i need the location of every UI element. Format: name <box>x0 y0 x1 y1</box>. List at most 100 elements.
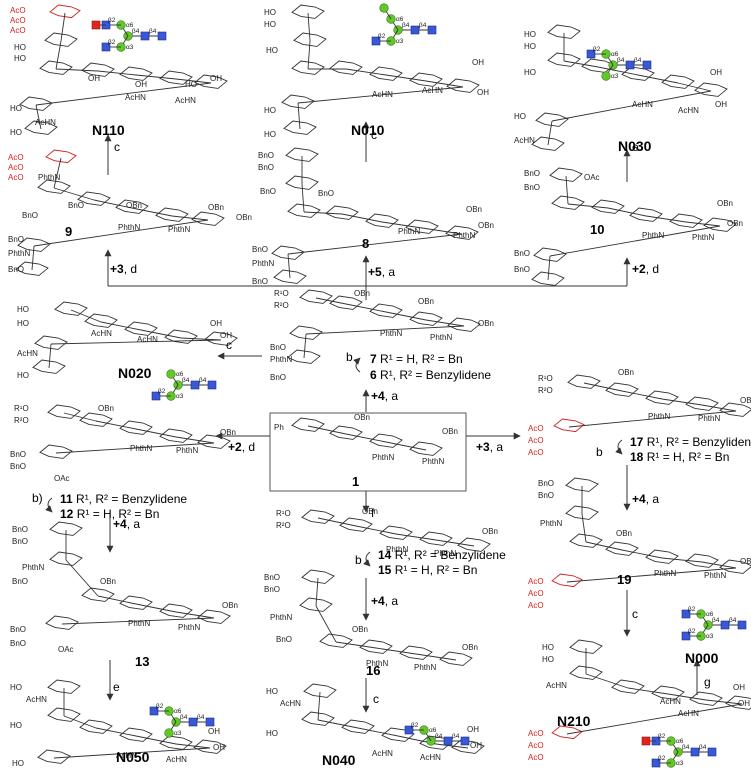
glcnac-square-symbol <box>642 60 652 70</box>
linkage-label: α3 <box>176 393 184 400</box>
pyranose-ring <box>567 374 601 389</box>
substituent-label: OBn <box>362 507 378 516</box>
step-b-17: b <box>596 445 603 459</box>
glycosidic-bond <box>583 382 623 392</box>
pyranose-ring <box>399 645 433 660</box>
step-b-7: b <box>346 350 353 364</box>
glycosidic-bond <box>135 603 177 613</box>
linkage-label: α6 <box>429 727 437 734</box>
reagent-to-13: +4, a <box>113 517 141 531</box>
glycosidic-bond <box>175 611 215 619</box>
substituent-label: BnO <box>276 635 292 644</box>
compound-N040-label: N040 <box>322 752 356 768</box>
glcnac-square-symbol <box>427 25 437 35</box>
note-12: 12 R¹ = H, R² = Bn <box>60 507 160 521</box>
substituent-label: AcO <box>528 436 544 445</box>
substituent-label: HO <box>542 643 554 652</box>
substituent-label: BnO <box>524 169 540 178</box>
pyranose-ring <box>119 595 153 610</box>
substituent-label: PhthN <box>692 233 714 242</box>
substituent-label: OBn <box>478 319 494 328</box>
glcnac-square-symbol <box>460 736 470 746</box>
pyranose-ring <box>299 289 333 304</box>
substituent-label: AcHN <box>660 697 681 706</box>
glycosidic-bond <box>357 727 399 737</box>
glycosidic-bond <box>567 203 609 209</box>
pyranose-ring <box>445 225 479 240</box>
substituent-label: PhthN <box>168 225 190 234</box>
compound-N210-label: N210 <box>557 713 591 729</box>
structure-19: BnOBnOPhthNOBnPhthNPhthNOBnAcOAcOAcO <box>528 477 751 610</box>
compound-16-label: 16 <box>366 663 381 678</box>
substituent-label: OH <box>470 741 482 750</box>
glycosidic-bond <box>585 541 623 551</box>
glycosidic-bond <box>341 213 383 223</box>
pyranose-ring <box>289 325 323 340</box>
substituent-label: PhthN <box>38 173 60 182</box>
pyranose-ring <box>553 418 585 433</box>
substituent-label: HO <box>17 371 29 380</box>
pyranose-ring <box>79 412 113 427</box>
pyranose-ring <box>119 727 153 742</box>
glycosidic-bond <box>685 221 721 227</box>
substituent-label: OBn <box>418 297 434 306</box>
pyranose-ring <box>703 217 737 232</box>
substituent-label: AcO <box>528 448 544 457</box>
substituent-label: PhthN <box>372 453 394 462</box>
substituent-label: OBn <box>717 199 733 208</box>
substituent-label: BnO <box>538 491 554 500</box>
note-7: 7 R¹ = H, R² = Bn <box>370 352 463 366</box>
step-b-14: b <box>355 553 362 567</box>
reagent-c-N010: c <box>371 128 377 142</box>
note-15: 15 R¹ = H, R² = Bn <box>378 563 478 577</box>
glycosidic-bond <box>661 398 703 406</box>
substituent-label: AcHN <box>26 695 47 704</box>
substituent-label: AcO <box>528 589 544 598</box>
pyranose-ring <box>569 533 603 548</box>
substituent-label: BnO <box>524 183 540 192</box>
compound-10-label: 10 <box>590 222 605 237</box>
glycosidic-bond <box>425 319 465 327</box>
pyranose-ring <box>533 247 567 262</box>
glycosidic-bond <box>65 559 99 597</box>
pyranose-ring <box>283 120 317 135</box>
pyranose-ring <box>273 269 307 284</box>
glycosidic-bond <box>131 207 173 217</box>
substituent-label: AcHN <box>175 96 196 105</box>
pyranose-ring <box>291 60 325 75</box>
glcnac-square-symbol <box>443 736 453 746</box>
glycosidic-bond <box>97 595 137 605</box>
substituent-label: AcHN <box>35 118 56 127</box>
substituent-label: OBn <box>482 527 498 536</box>
substituent-label: AcHN <box>678 709 699 718</box>
glycosidic-bond <box>621 390 663 400</box>
red-square-symbol <box>91 20 101 30</box>
reagent-g-N000: g <box>704 675 711 689</box>
pyranose-ring <box>159 735 193 750</box>
glycosidic-bond <box>70 309 102 323</box>
substituent-label: HO <box>542 655 554 664</box>
pyranose-ring <box>359 639 393 654</box>
substituent-label: PhthN <box>386 545 408 554</box>
substituent-label: PhthN <box>422 457 444 466</box>
glycosidic-bond <box>395 533 437 541</box>
substituent-label: OBn <box>208 203 224 212</box>
linkage-label: β4 <box>435 733 443 740</box>
substituent-label: AcHN <box>372 749 393 758</box>
substituent-label: OBn <box>220 428 236 437</box>
substituent-label: OBn <box>100 577 116 586</box>
linkage-label: β4 <box>617 57 625 64</box>
glycosidic-bond <box>385 441 427 451</box>
pyranose-ring <box>299 597 333 612</box>
glycosidic-bond <box>35 82 212 106</box>
substituent-label: HO <box>185 80 197 89</box>
glcnac-square-symbol <box>625 60 635 70</box>
glycosidic-bond <box>581 513 587 543</box>
glycosidic-bond <box>607 207 647 217</box>
substituent-label: BnO <box>270 343 286 352</box>
linkage-label: β4 <box>712 617 720 624</box>
